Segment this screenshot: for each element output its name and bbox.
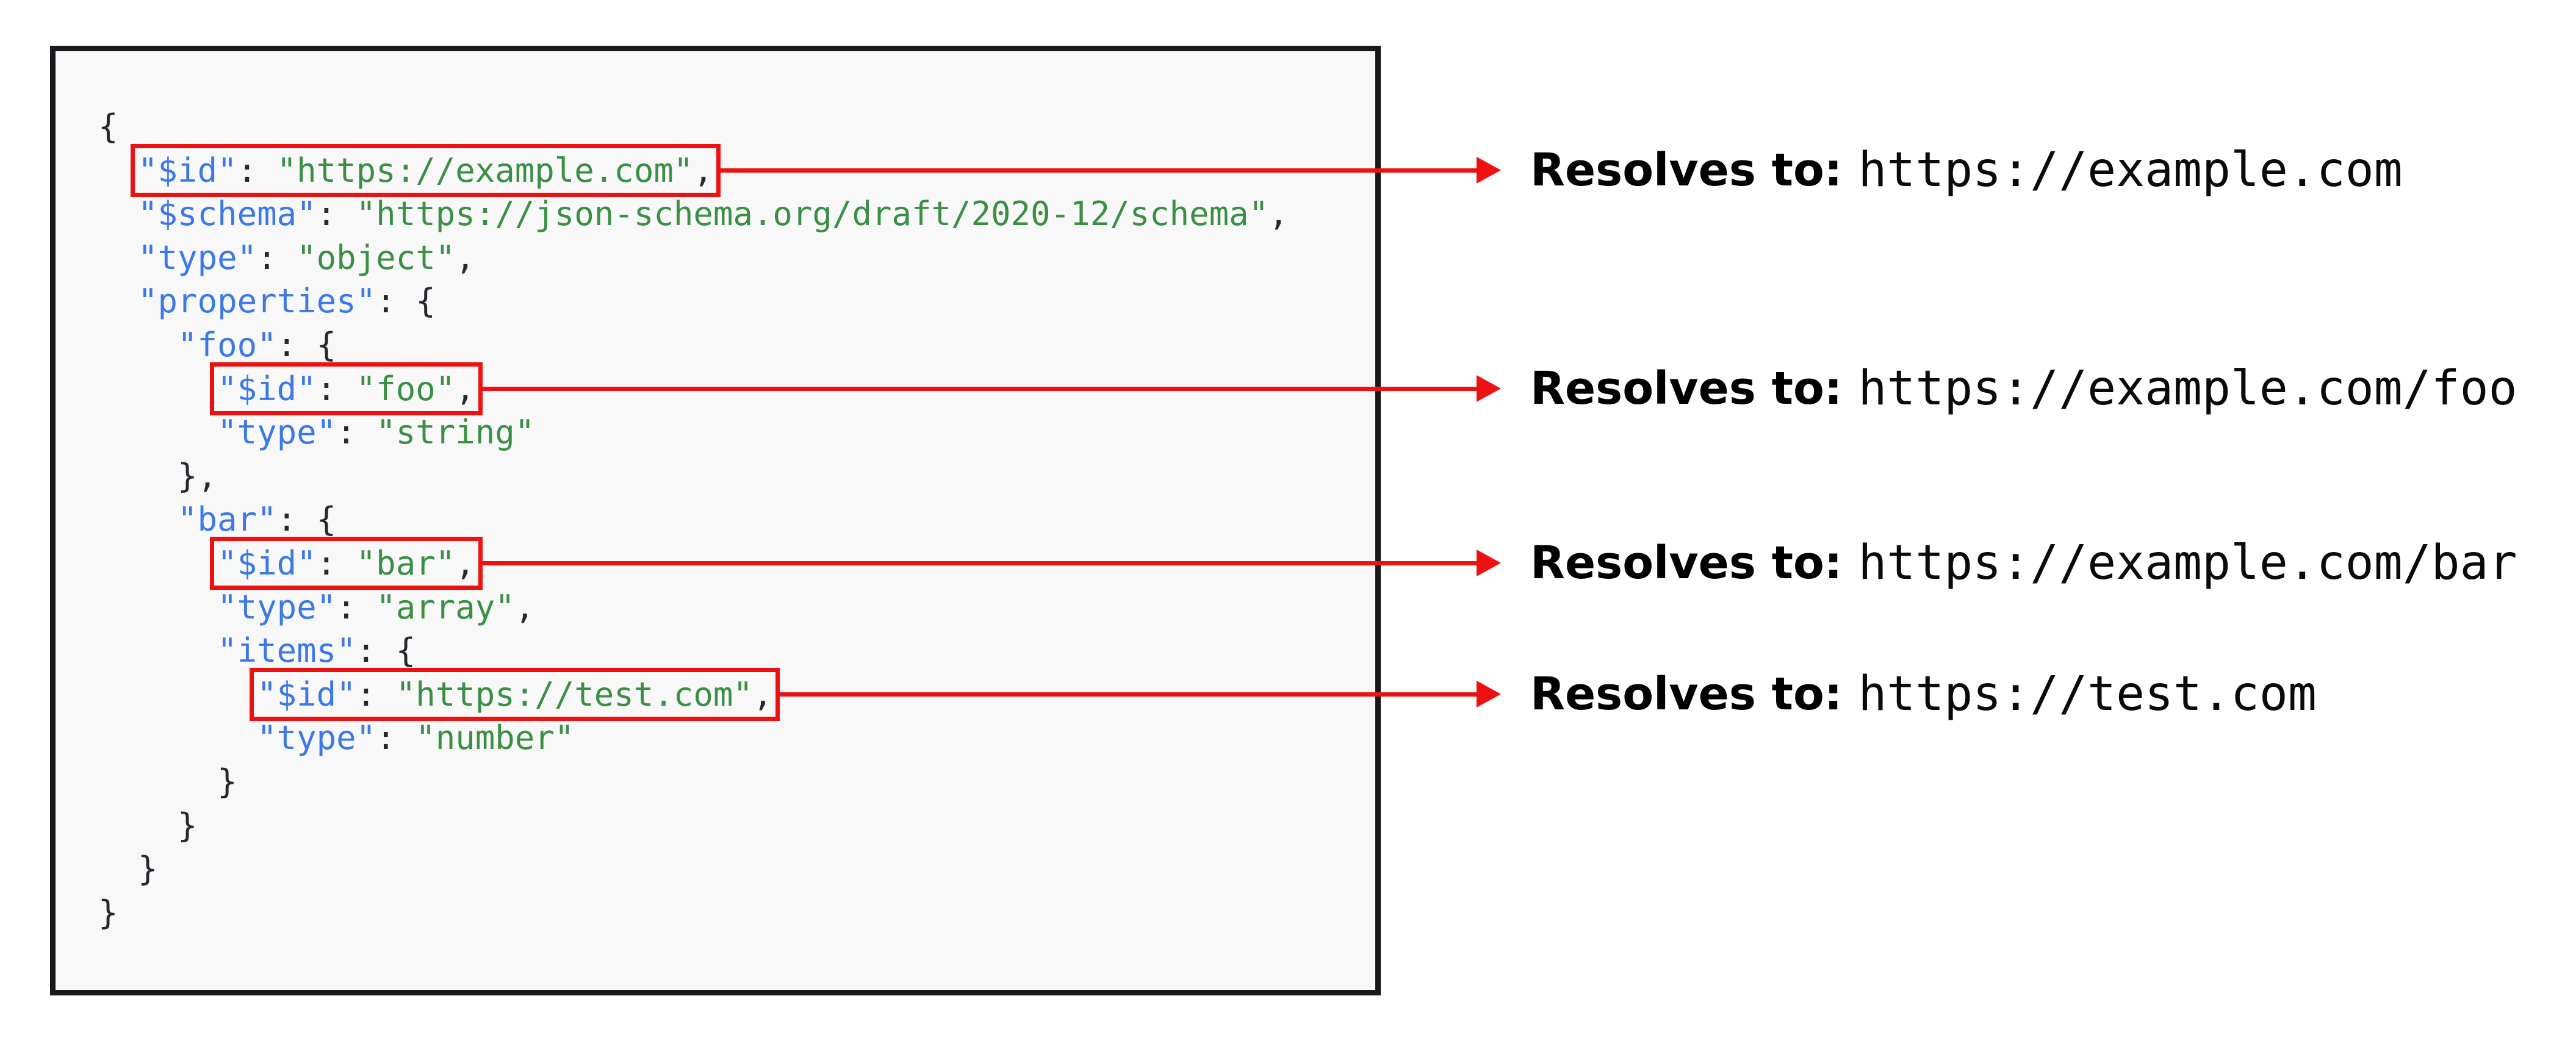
json-punct: : { [356, 631, 416, 670]
code-line: "$id": "bar", [98, 536, 1357, 590]
resolves-label: Resolves to: [1530, 144, 1843, 197]
json-punct: } [217, 762, 237, 801]
json-key: "type" [217, 587, 337, 626]
resolves-label: Resolves to: [1530, 537, 1843, 590]
json-string: "array" [376, 587, 515, 626]
code-line: "properties": { [98, 279, 1357, 323]
json-key: "type" [217, 413, 337, 452]
resolved-url: https://example.com/bar [1858, 536, 2517, 591]
json-string: "bar" [356, 543, 456, 582]
code-line: { [98, 105, 1357, 149]
json-punct: : [316, 369, 356, 408]
json-punct: , [693, 151, 713, 190]
code-line: }, [98, 454, 1357, 498]
code-line: "bar": { [98, 498, 1357, 542]
code-line: "type": "array", [98, 586, 1357, 629]
json-punct: : [336, 413, 376, 452]
arrow-right-icon [1477, 157, 1501, 184]
code-line: "type": "string" [98, 410, 1357, 454]
code-line: "$id": "https://test.com", [98, 667, 1357, 721]
id-highlight-box: "$id": "bar", [210, 536, 483, 590]
json-punct: : [376, 719, 416, 758]
json-punct: } [98, 893, 118, 932]
arrow-right-icon [1477, 550, 1501, 577]
resolves-label: Resolves to: [1530, 362, 1843, 415]
json-key: "foo" [178, 325, 277, 364]
resolves-label: Resolves to: [1530, 668, 1843, 721]
id-highlight-box: "$id": "https://test.com", [250, 667, 780, 721]
json-punct: : [316, 195, 356, 234]
code-line: "type": "number" [98, 716, 1357, 760]
json-key: "type" [257, 719, 376, 758]
json-code: { "$id": "https://example.com", "$schema… [56, 51, 1375, 934]
annotation-row-items-id: Resolves to: https://test.com [1530, 667, 2317, 722]
json-key: "items" [217, 631, 356, 670]
json-string: "foo" [356, 369, 456, 408]
annotation-row-root-id: Resolves to: https://example.com [1530, 143, 2403, 198]
json-key: "$id" [138, 151, 237, 190]
json-punct: } [178, 806, 198, 845]
json-key: "$id" [217, 543, 317, 582]
json-punct: , [752, 675, 773, 714]
annotation-row-foo-id: Resolves to: https://example.com/foo [1530, 361, 2517, 416]
json-string: "https://json-schema.org/draft/2020-12/s… [356, 195, 1269, 234]
json-string: "object" [297, 238, 456, 277]
code-line: "$schema": "https://json-schema.org/draf… [98, 192, 1357, 236]
json-string: "number" [416, 719, 575, 758]
json-string: "https://example.com" [276, 151, 694, 190]
id-highlight-box: "$id": "foo", [210, 362, 483, 415]
json-string: "https://test.com" [395, 675, 753, 714]
json-punct: : [336, 587, 376, 626]
json-schema-code-panel: { "$id": "https://example.com", "$schema… [50, 46, 1381, 995]
json-key: "$id" [257, 675, 356, 714]
json-punct: : [237, 151, 277, 190]
json-punct: : [356, 675, 396, 714]
json-punct: } [138, 850, 158, 889]
code-line: "foo": { [98, 323, 1357, 367]
json-key: "$schema" [138, 195, 317, 234]
json-punct: : { [276, 500, 337, 539]
json-key: "$id" [217, 369, 317, 408]
resolved-url: https://example.com [1858, 143, 2403, 198]
code-line: "type": "object", [98, 236, 1357, 280]
resolved-url: https://example.com/foo [1858, 361, 2517, 417]
json-punct: { [98, 107, 118, 146]
json-punct: , [455, 369, 475, 408]
code-line: } [98, 804, 1357, 848]
code-line: } [98, 847, 1357, 891]
id-highlight-box: "$id": "https://example.com", [131, 143, 721, 197]
json-punct: : { [276, 325, 337, 364]
code-line: } [98, 760, 1357, 804]
json-punct: , [455, 543, 475, 582]
resolved-url: https://test.com [1858, 667, 2317, 722]
arrow-right-icon [1477, 681, 1501, 708]
json-punct: : [316, 543, 356, 582]
json-key: "type" [138, 238, 257, 277]
code-line: "$id": "foo", [98, 362, 1357, 415]
json-key: "properties" [138, 282, 376, 321]
annotation-row-bar-id: Resolves to: https://example.com/bar [1530, 536, 2517, 590]
json-key: "bar" [178, 500, 277, 539]
json-punct: }, [178, 456, 218, 495]
json-punct: , [1268, 195, 1289, 234]
json-string: "string" [376, 413, 535, 452]
code-line: "$id": "https://example.com", [98, 143, 1357, 197]
json-punct: : { [376, 282, 436, 321]
json-punct: , [514, 587, 535, 626]
json-punct: , [455, 238, 475, 277]
json-punct: : [257, 238, 297, 277]
arrow-right-icon [1477, 375, 1501, 403]
code-line: "items": { [98, 629, 1357, 673]
code-line: } [98, 891, 1357, 935]
